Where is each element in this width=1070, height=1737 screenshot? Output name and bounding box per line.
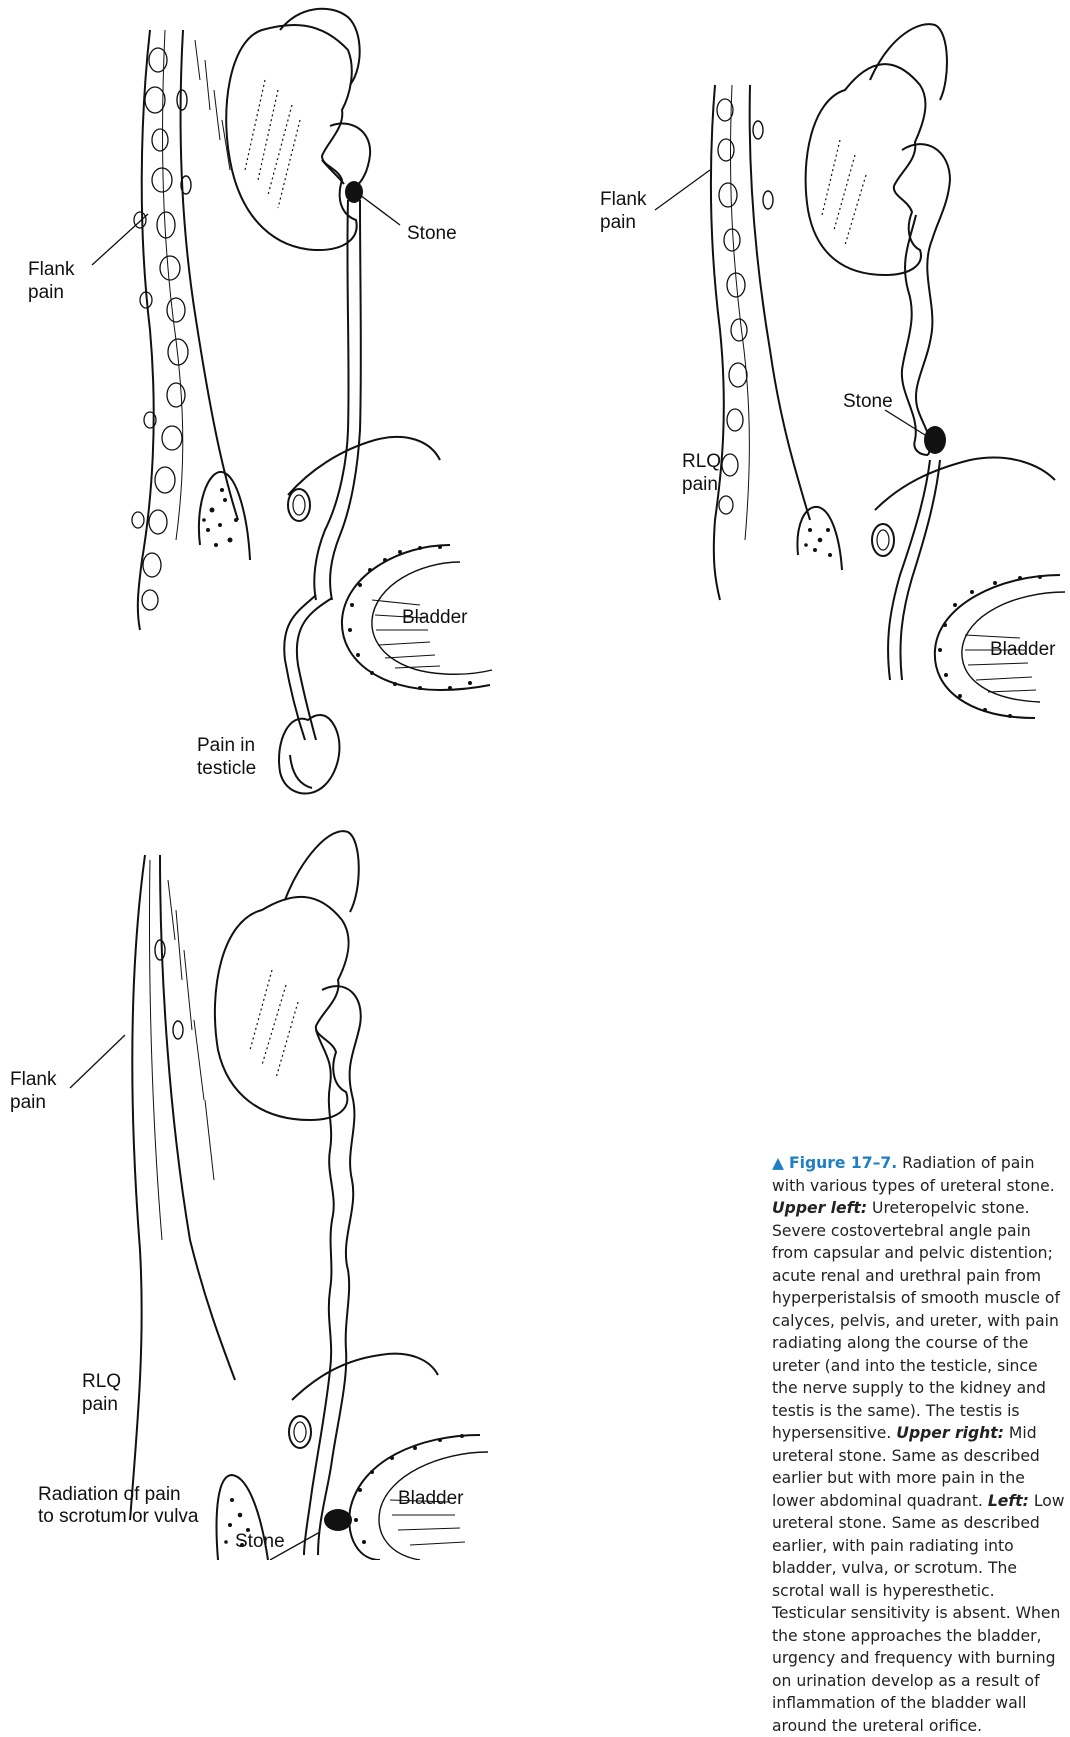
caption-upper-left-text: Ureteropelvic stone. Severe costovertebr… [772,1199,1060,1442]
lower-drawing [0,820,540,1560]
stone-low-ureteral [324,1509,352,1531]
upper-left-drawing [0,0,540,810]
lower-illustration: Flank pain RLQ pain Radiation of pain to… [0,820,540,1560]
dilated-ureter [902,144,950,455]
upper-left-illustration: Flank pain Stone Bladder Pain in testicl… [0,0,540,810]
lower-rlq-pain-label: RLQ pain [82,1370,121,1416]
lower-bladder-label: Bladder [398,1487,464,1510]
upper-right-bladder-label: Bladder [990,638,1056,661]
testicle [279,715,339,794]
upper-right-flank-pain-label: Flank pain [600,188,646,234]
upper-right-stone-label: Stone [843,390,893,413]
caption-left-text: Low ureteral stone. Same as described ea… [772,1492,1065,1735]
muscle-wall [138,30,154,630]
caption-upper-right-heading: Upper right: [896,1424,1004,1442]
upper-right-drawing [540,0,1070,790]
upper-right-illustration: Flank pain Stone RLQ pain Bladder [540,0,1070,790]
lower-stone-label: Stone [235,1530,285,1553]
ureter [314,200,348,600]
lower-flank-pain-label: Flank pain [10,1068,56,1114]
upper-left-flank-pain-label: Flank pain [28,258,74,304]
figure-caption: ▲ Figure 17–7. Radiation of pain with va… [772,1152,1068,1737]
caption-upper-left-heading: Upper left: [772,1199,867,1217]
stone-ureteropelvic [345,181,363,203]
caption-triangle-marker: ▲ [772,1154,784,1172]
upper-left-stone-label: Stone [407,222,457,245]
upper-left-bladder-label: Bladder [402,606,468,629]
stone-mid-ureteral [924,426,946,454]
kidney [226,25,356,250]
upper-left-testicle-label: Pain in testicle [197,734,256,780]
pelvic-bone [199,472,250,560]
upper-right-rlq-pain-label: RLQ pain [682,450,721,496]
lower-radiation-label: Radiation of pain to scrotum or vulva [38,1484,199,1528]
caption-figure-label: Figure 17–7. [789,1154,897,1172]
caption-left-heading: Left: [988,1492,1029,1510]
fat-lobules [132,48,188,610]
adrenal-gland [280,9,360,85]
